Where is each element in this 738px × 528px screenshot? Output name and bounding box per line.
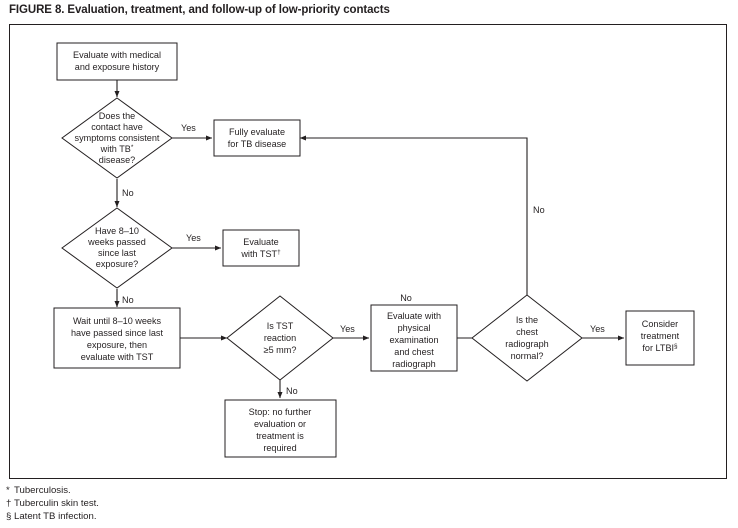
node-wait-line3: exposure, then [87, 340, 147, 350]
node-consider-treatment[interactable]: Consider treatment for LTBI§ [625, 310, 695, 366]
node-radiograph-line2: chest [516, 327, 538, 337]
node-stop-line4: required [263, 443, 296, 453]
edge-label-physical-no: No [400, 293, 412, 303]
node-radiograph-line3: radiograph [505, 339, 548, 349]
node-weeks-decision-shape [61, 207, 173, 289]
node-symptoms-line2: contact have [91, 122, 143, 132]
footnote-row: †Tuberculin skin test. [6, 497, 99, 510]
edge-label-symptoms-no: No [122, 188, 134, 198]
node-evaluate-tst-line1: Evaluate [243, 237, 278, 247]
edge-label-weeks-no: No [122, 295, 134, 305]
footnote-text: Tuberculosis. [14, 485, 71, 496]
node-fully-evaluate-shape [213, 119, 301, 157]
node-evaluate-history-shape [56, 42, 178, 81]
node-evaluate-history-line2: and exposure history [75, 62, 160, 72]
edge-label-symptoms-yes: Yes [181, 123, 196, 133]
node-stop-line3: treatment is [256, 431, 304, 441]
edge-label-tst-yes: Yes [340, 324, 355, 334]
node-weeks-line3: since last [98, 248, 136, 258]
edge-label-weeks-yes: Yes [186, 233, 201, 243]
node-consider-line1: Consider [642, 319, 678, 329]
node-wait-line2: have passed since last [71, 328, 163, 338]
node-fully-evaluate-line1: Fully evaluate [229, 127, 285, 137]
footnote-mark: § [6, 511, 12, 523]
node-evaluate-physical-shape [370, 304, 458, 372]
footnotes: * Tuberculosis. †Tuberculin skin test. §L… [6, 484, 99, 524]
edge-label-radiograph-yes: Yes [590, 324, 605, 334]
node-weeks-line2: weeks passed [87, 237, 146, 247]
footnote-text: Latent TB infection. [14, 511, 97, 523]
node-stop-box[interactable]: Stop: no further evaluation or treatment… [224, 399, 337, 458]
flow-edge-labels: Yes No Yes No Yes No Yes No No [122, 123, 605, 396]
node-tst-line3: ≥5 mm? [264, 345, 297, 355]
node-physical-line4: and chest [394, 347, 434, 357]
node-tst-line1: Is TST [267, 321, 294, 331]
edge-radiograph-no [299, 135, 528, 296]
node-tst-line2: reaction [264, 333, 296, 343]
node-physical-line3: examination [389, 335, 438, 345]
node-weeks-line4: exposure? [96, 259, 138, 269]
node-symptoms-decision[interactable]: Does the contact have symptoms consisten… [61, 97, 173, 179]
node-evaluate-tst-shape [222, 229, 300, 267]
edge-label-tst-no: No [286, 386, 298, 396]
node-physical-line1: Evaluate with [387, 311, 441, 321]
node-evaluate-physical[interactable]: Evaluate with physical examination and c… [370, 304, 458, 372]
node-radiograph-line1: Is the [516, 315, 538, 325]
node-fully-evaluate[interactable]: Fully evaluate for TB disease [213, 119, 301, 157]
node-radiograph-decision[interactable]: Is the chest radiograph normal? [471, 294, 583, 382]
node-wait-line1: Wait until 8–10 weeks [73, 316, 162, 326]
node-weeks-line1: Have 8–10 [95, 226, 139, 236]
node-physical-line2: physical [398, 323, 431, 333]
page-title: FIGURE 8. Evaluation, treatment, and fol… [9, 4, 390, 16]
node-physical-line5: radiograph [392, 359, 435, 369]
node-consider-treatment-shape [625, 310, 695, 366]
node-tst-reaction-decision[interactable]: Is TST reaction ≥5 mm? [226, 295, 334, 381]
node-wait-box[interactable]: Wait until 8–10 weeks have passed since … [53, 307, 181, 369]
node-stop-line1: Stop: no further [249, 407, 312, 417]
node-radiograph-shape [471, 294, 583, 382]
figure-frame [9, 24, 727, 479]
node-wait-box-shape [53, 307, 181, 369]
flow-connectors [114, 80, 625, 399]
footnote-row: §Latent TB infection. [6, 510, 99, 523]
flowchart-diagram: Yes No Yes No Yes No Yes No No Evaluate … [53, 42, 695, 458]
node-evaluate-tst[interactable]: Evaluate with TST† [222, 229, 300, 267]
edge-label-radiograph-no: No [533, 205, 545, 215]
node-symptoms-line1: Does the [99, 111, 135, 121]
node-evaluate-history[interactable]: Evaluate with medical and exposure histo… [56, 42, 178, 81]
node-symptoms-line3: symptoms consistent [75, 133, 160, 143]
node-symptoms-line4: with TB* [100, 144, 134, 155]
node-symptoms-line5: disease? [99, 155, 135, 165]
footnote-text: Tuberculin skin test. [14, 498, 99, 510]
node-stop-box-shape [224, 399, 337, 458]
node-fully-evaluate-line2: for TB disease [228, 139, 286, 149]
node-stop-line2: evaluation or [254, 419, 306, 429]
node-tst-reaction-shape [226, 295, 334, 381]
node-evaluate-history-line1: Evaluate with medical [73, 50, 161, 60]
node-evaluate-tst-line2: with TST† [240, 249, 281, 260]
node-radiograph-line4: normal? [511, 351, 544, 361]
node-consider-line2: treatment [641, 331, 680, 341]
node-symptoms-decision-shape [61, 97, 173, 179]
footnote-mark: * [6, 485, 10, 496]
node-wait-line4: evaluate with TST [81, 352, 154, 362]
footnote-mark: † [6, 498, 12, 510]
node-consider-line3: for LTBI§ [642, 343, 678, 354]
node-weeks-decision[interactable]: Have 8–10 weeks passed since last exposu… [61, 207, 173, 289]
footnote-row: * Tuberculosis. [6, 484, 99, 497]
